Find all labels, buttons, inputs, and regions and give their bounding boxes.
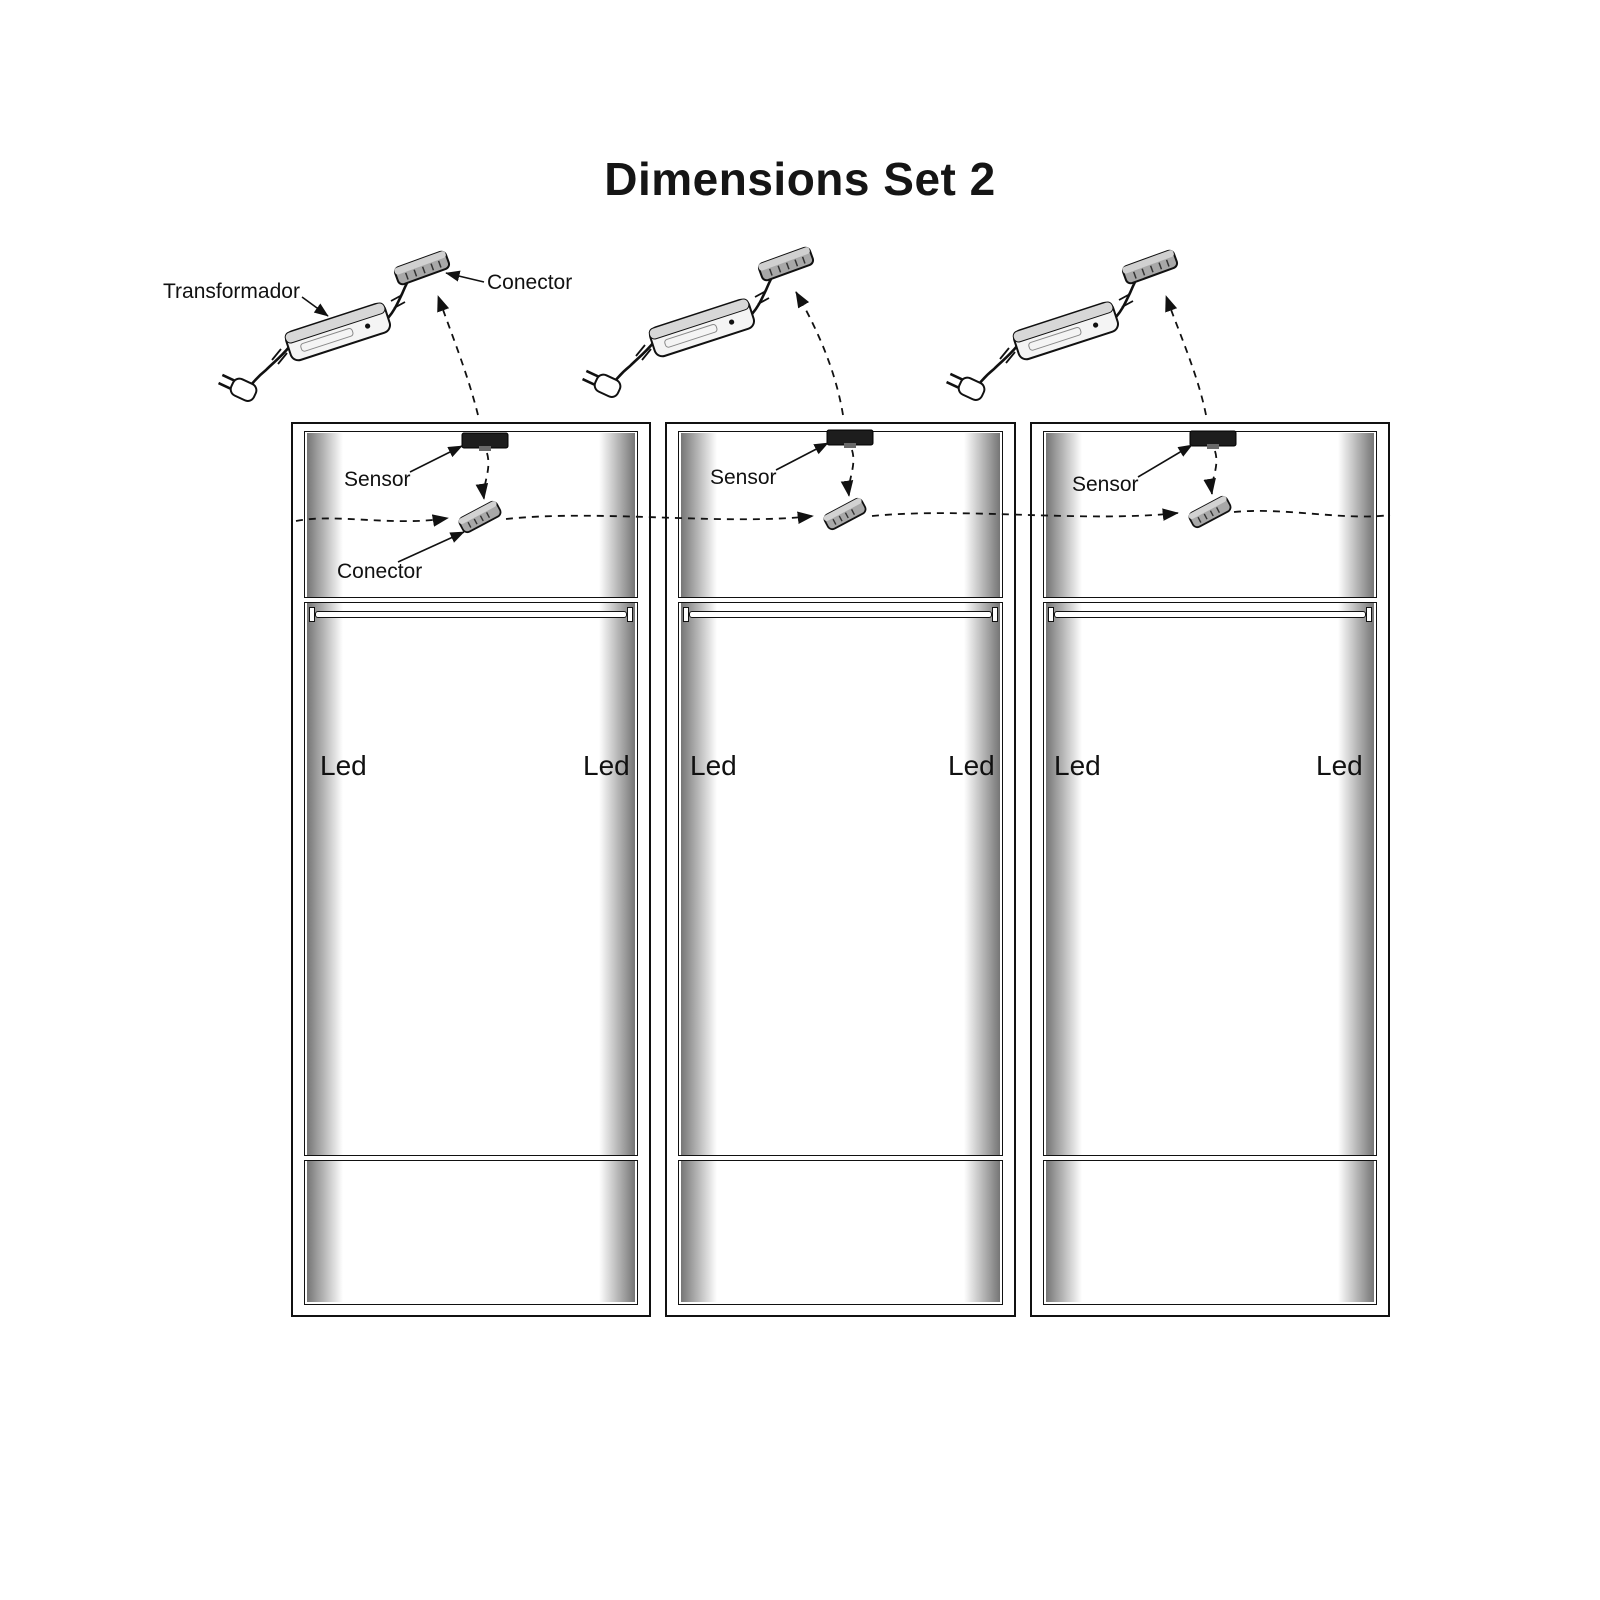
rod-bracket-right xyxy=(627,607,633,622)
bottom-shelf xyxy=(304,1155,638,1161)
rod-bracket-left xyxy=(309,607,315,622)
led-label-3-right: Led xyxy=(1316,750,1363,781)
top-shelf xyxy=(1043,597,1377,603)
top-shelf xyxy=(304,597,638,603)
rod-bracket-right xyxy=(992,607,998,622)
page-title: Dimensions Set 2 xyxy=(604,153,996,205)
transformer-unit-3 xyxy=(943,248,1180,404)
cabinet-3-inner-frame xyxy=(1043,431,1377,1305)
led-label-2-right: Led xyxy=(948,750,995,781)
led-label-2-left: Led xyxy=(690,750,737,781)
led-strip-right xyxy=(599,433,635,1302)
led-label-1-right: Led xyxy=(583,750,630,781)
led-strip-right xyxy=(964,433,1000,1302)
bottom-shelf xyxy=(678,1155,1003,1161)
rod-bracket-right xyxy=(1366,607,1372,622)
rod-bracket-left xyxy=(1048,607,1054,622)
cabinet-1-inner-frame xyxy=(304,431,638,1305)
cabinet-1 xyxy=(291,422,651,1317)
hanging-rod xyxy=(689,611,992,618)
led-strip-right xyxy=(1338,433,1374,1302)
hanging-rod xyxy=(315,611,627,618)
connector-top-label: Conector xyxy=(487,271,573,294)
connector-inner-label: Conector xyxy=(337,560,423,583)
led-strip-left xyxy=(1046,433,1082,1302)
cabinet-2 xyxy=(665,422,1016,1317)
cabinet-2-inner-frame xyxy=(678,431,1003,1305)
led-label-1-left: Led xyxy=(320,750,367,781)
cabinet-3 xyxy=(1030,422,1390,1317)
rod-bracket-left xyxy=(683,607,689,622)
top-shelf xyxy=(678,597,1003,603)
sensor-label-1: Sensor xyxy=(344,468,411,491)
transformer-unit-1 xyxy=(215,249,452,405)
hanging-rod xyxy=(1054,611,1366,618)
led-label-3-left: Led xyxy=(1054,750,1101,781)
led-strip-left xyxy=(681,433,717,1302)
sensor-label-3: Sensor xyxy=(1072,473,1139,496)
sensor-label-2: Sensor xyxy=(710,466,777,489)
transformer-label: Transformador xyxy=(163,280,300,303)
transformer-unit-2 xyxy=(579,245,816,401)
bottom-shelf xyxy=(1043,1155,1377,1161)
